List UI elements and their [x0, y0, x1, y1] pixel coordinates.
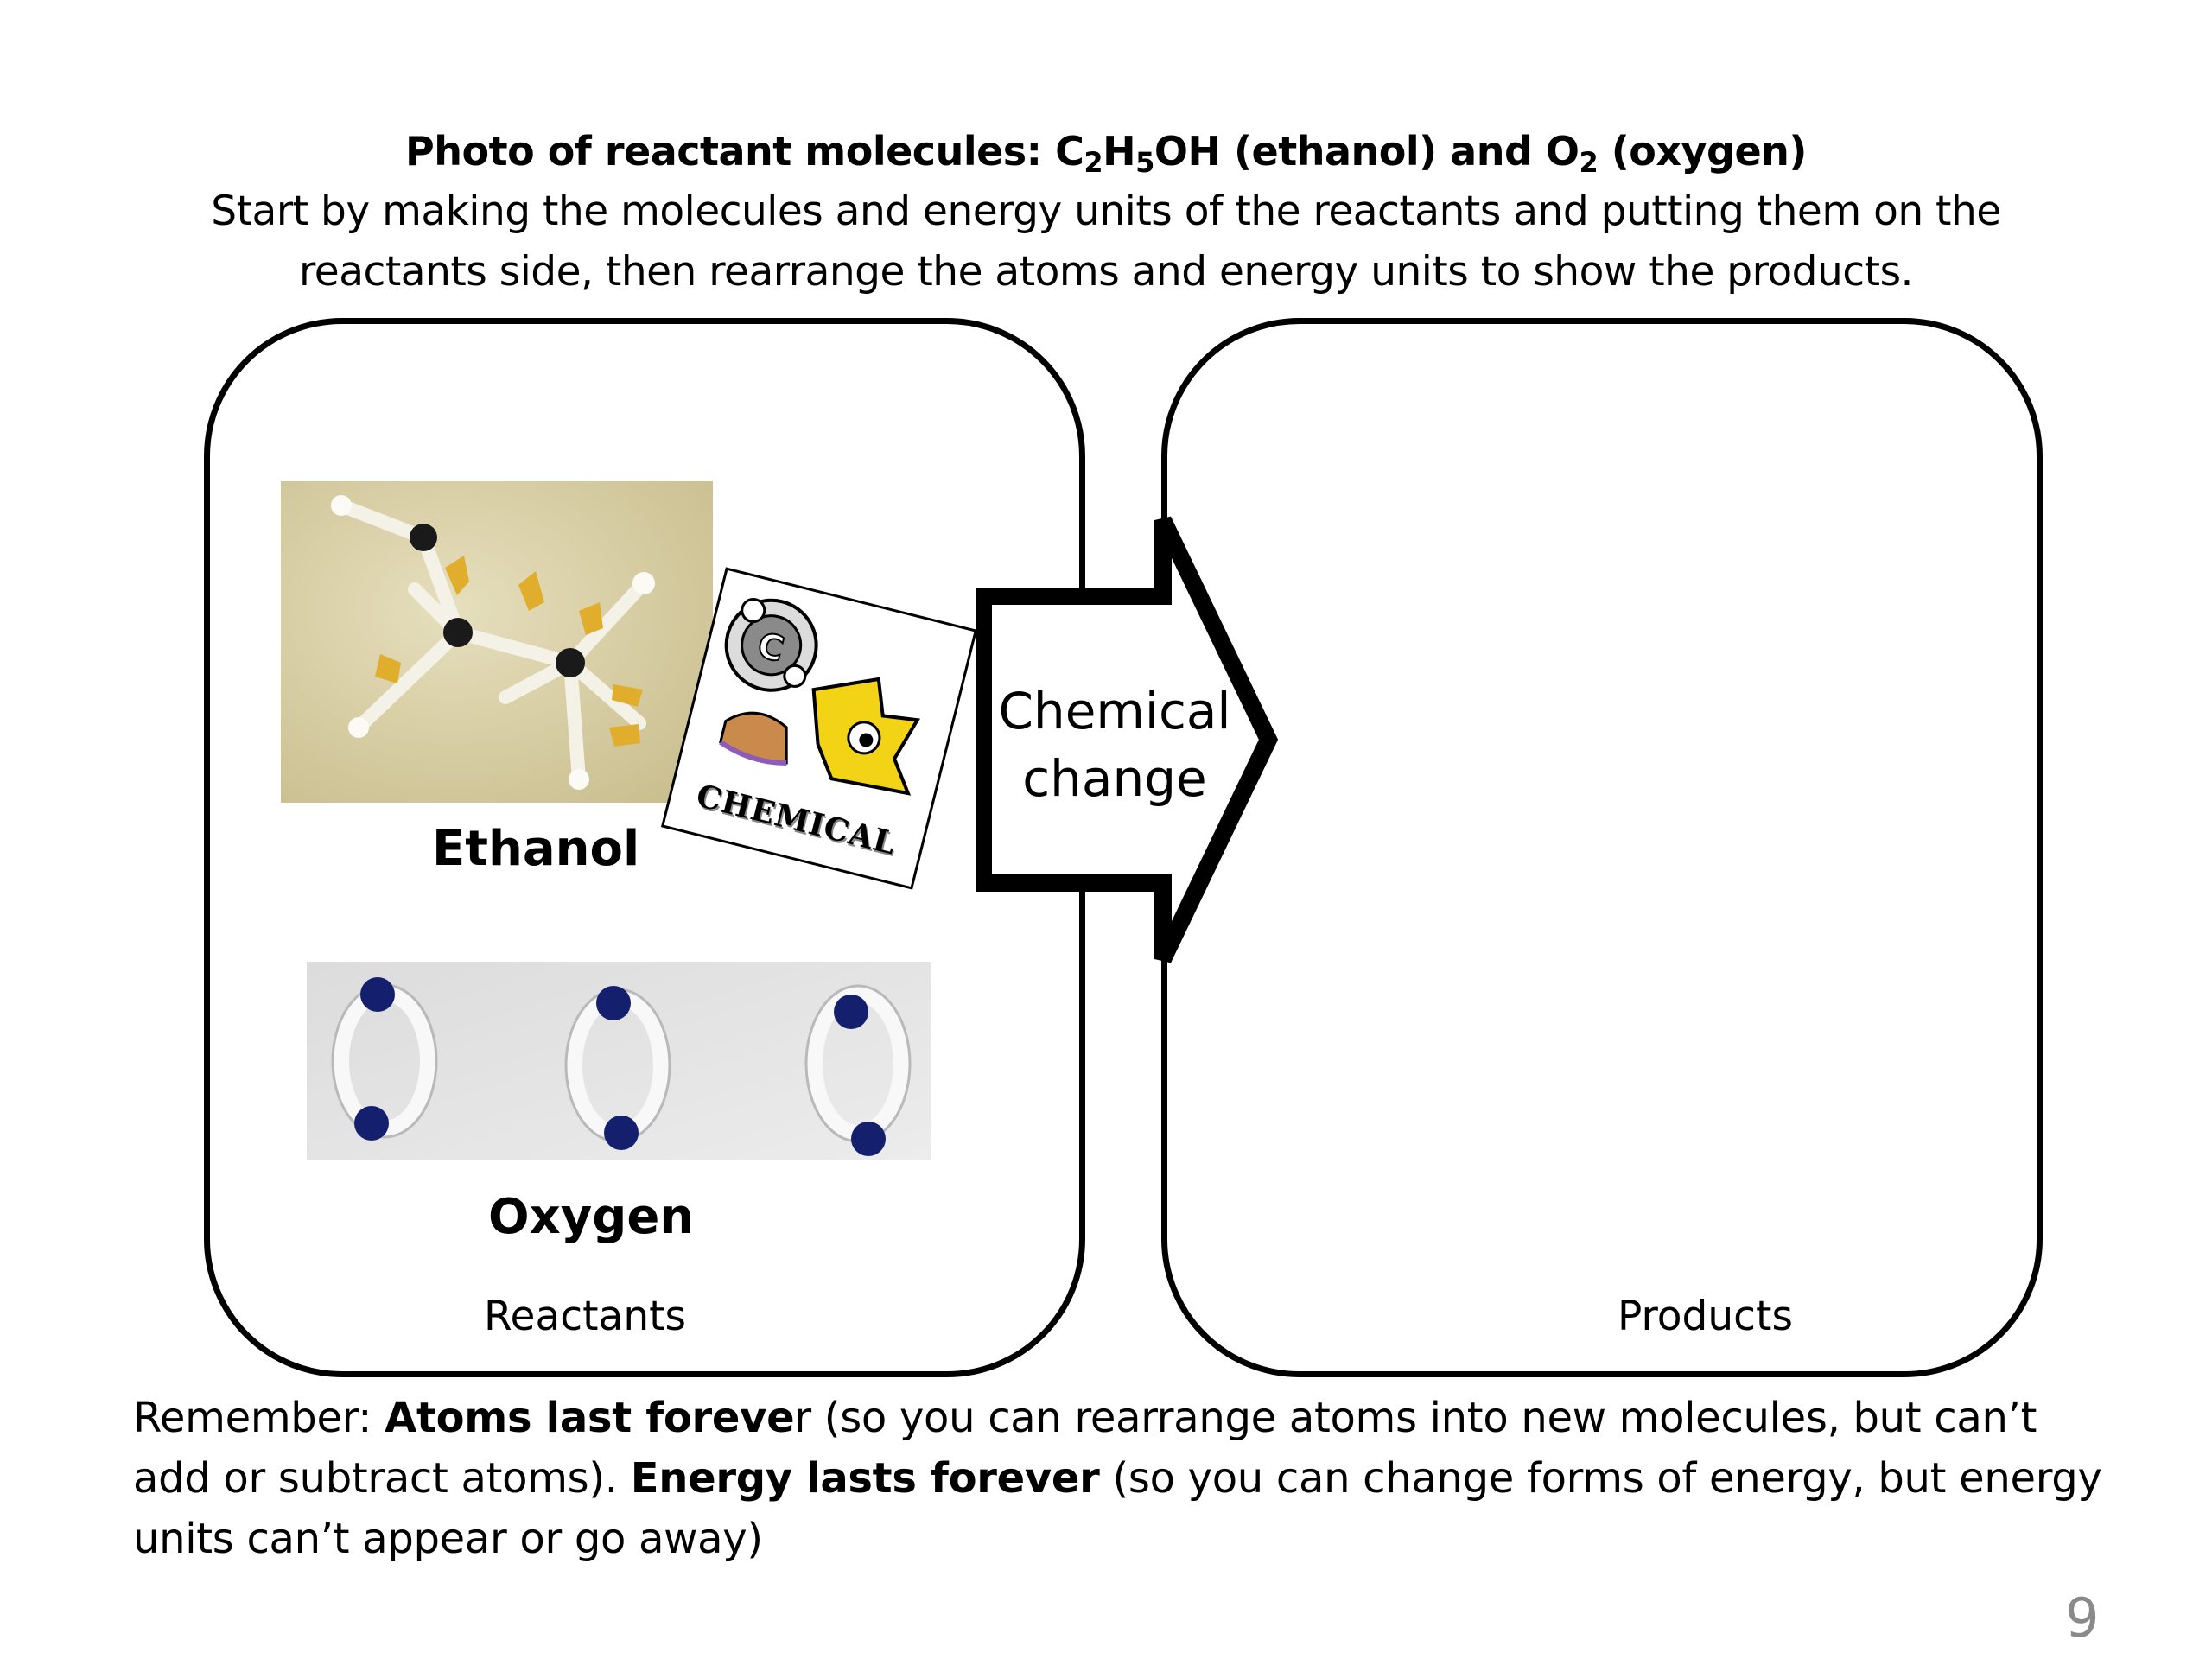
subscript: 2 — [1579, 146, 1599, 179]
oxygen-label: Oxygen — [488, 1189, 695, 1245]
note-bold-energy: Energy lasts forever — [630, 1454, 1100, 1503]
intro-line-1: Start by making the molecules and energy… — [211, 188, 2001, 235]
subscript: 5 — [1135, 146, 1154, 179]
arrow-right-icon — [976, 516, 1279, 963]
arrow-label: Chemical change — [994, 677, 1236, 812]
title-text: OH (ethanol) and O — [1154, 128, 1580, 175]
subscript: 2 — [1084, 146, 1103, 179]
page-number: 9 — [2065, 1586, 2100, 1649]
ethanol-model-photo — [281, 481, 713, 803]
note-text-2: (so you can change forms of energy, but … — [133, 1454, 2102, 1563]
ethanol-label: Ethanol — [432, 821, 640, 877]
title-text: H — [1103, 128, 1136, 175]
page-title: Photo of reactant molecules: C2H5OH (eth… — [104, 121, 2108, 181]
note-lead: Remember: — [133, 1394, 385, 1442]
products-label: Products — [1618, 1293, 1793, 1340]
chemical-sticker: C CHEMICAL — [660, 567, 978, 890]
intro-line-2: reactants side, then rearrange the atoms… — [299, 248, 1914, 296]
title-block: Photo of reactant molecules: C2H5OH (eth… — [104, 121, 2108, 302]
oxygen-model-photo — [307, 962, 931, 1160]
title-text: Photo of reactant molecules: C — [405, 128, 1084, 175]
products-panel — [1161, 318, 2043, 1377]
mascot-icon: C — [719, 598, 921, 796]
reminder-note: Remember: Atoms last forever (so you can… — [133, 1388, 2120, 1569]
note-text-1: r (so you can rearrange atoms into new m… — [133, 1394, 2037, 1503]
title-text: (oxygen) — [1598, 128, 1808, 175]
arrow-label-line-2: change — [1022, 749, 1207, 808]
note-bold-atoms: Atoms last foreve — [385, 1394, 795, 1442]
reactants-label: Reactants — [484, 1293, 687, 1340]
arrow-label-line-1: Chemical — [998, 682, 1231, 741]
